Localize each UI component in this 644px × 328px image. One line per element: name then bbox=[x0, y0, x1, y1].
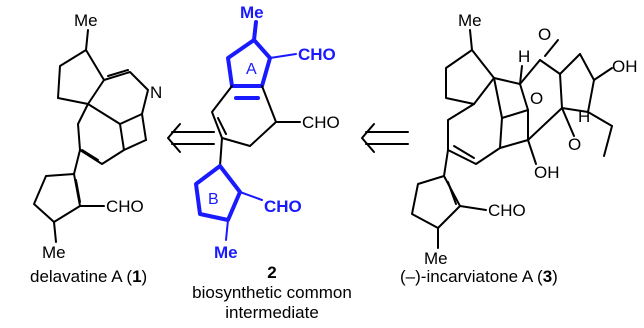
atom-n-1: N bbox=[150, 83, 162, 102]
ring-b-label: B bbox=[208, 191, 219, 208]
compound-2-structure bbox=[194, 20, 301, 241]
ring-a-label: A bbox=[246, 61, 257, 78]
retro-arrow-left bbox=[167, 123, 215, 153]
atom-o-3b: O bbox=[538, 25, 551, 44]
atom-cho-1: CHO bbox=[106, 197, 144, 216]
atom-h-3a: H bbox=[518, 47, 530, 66]
atom-me-1: Me bbox=[74, 11, 98, 30]
atom-oh-3a: OH bbox=[612, 57, 638, 76]
compound-3-structure bbox=[411, 29, 613, 249]
atom-me-3: Me bbox=[458, 11, 482, 30]
atom-h-3b: H bbox=[578, 107, 590, 126]
atom-cho-2b: CHO bbox=[302, 113, 340, 132]
compound-2-desc-line2: intermediate bbox=[225, 303, 319, 322]
atom-cho-2c: CHO bbox=[264, 197, 302, 216]
atom-o-3a: O bbox=[530, 89, 543, 108]
compound-1-label: delavatine A (1) bbox=[30, 267, 147, 286]
compound-2-desc-line1: biosynthetic common bbox=[192, 283, 352, 302]
atom-cho-3: CHO bbox=[488, 201, 526, 220]
atom-me-2: Me bbox=[240, 3, 264, 22]
compound-1-structure bbox=[33, 29, 149, 243]
atom-oh-3b: OH bbox=[534, 163, 560, 182]
atom-me-1b: Me bbox=[42, 243, 66, 262]
compound-3-label: (–)-incarviatone A (3) bbox=[400, 267, 558, 286]
retro-arrow-right bbox=[361, 123, 409, 153]
atom-cho-2a: CHO bbox=[298, 45, 336, 64]
atom-me-2b: Me bbox=[214, 243, 238, 262]
atom-me-3b: Me bbox=[424, 249, 448, 268]
compound-2-number: 2 bbox=[267, 263, 276, 282]
atom-o-3c: O bbox=[568, 135, 581, 154]
